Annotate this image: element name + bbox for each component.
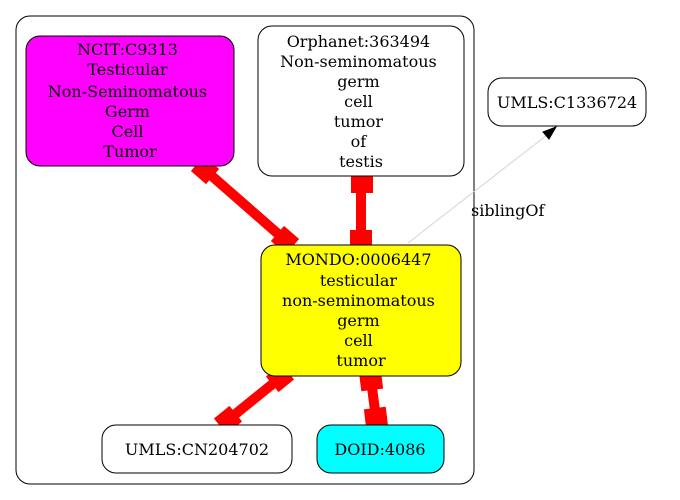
node-box	[316, 424, 445, 474]
node-label: MONDO:0006447 testicular non-seminomatou…	[282, 250, 440, 370]
label-line: non-seminomatous	[282, 291, 435, 310]
label-line: Cell	[111, 122, 143, 141]
node-orphanet-363494[interactable]: Orphanet:363494 Non-seminomatous germ ce…	[257, 25, 465, 177]
label-line: NCIT:C9313	[77, 40, 178, 59]
edge-end-marker	[363, 406, 389, 430]
edge-label-sibling-of: siblingOf	[471, 201, 545, 220]
edge-line	[201, 166, 289, 244]
edge-mondo-doid	[358, 368, 389, 430]
label-line: Testicular	[87, 60, 168, 79]
edge-mondo-umls-c: siblingOf	[407, 126, 558, 244]
label-line: germ	[337, 311, 380, 330]
node-box	[487, 77, 647, 127]
node-label: UMLS:C1336724	[497, 93, 637, 112]
node-box	[260, 244, 462, 377]
label-line: testis	[339, 152, 383, 171]
node-label: UMLS:CN204702	[125, 440, 269, 459]
edge-end-marker	[351, 173, 373, 193]
node-ncit-c9313[interactable]: NCIT:C9313 Testicular Non-Seminomatous G…	[25, 35, 235, 167]
node-umls-c1336724[interactable]: UMLS:C1336724	[487, 77, 647, 127]
label-line: germ	[337, 72, 380, 91]
node-label: DOID:4086	[334, 440, 425, 459]
edge-line	[224, 374, 284, 424]
label-line: cell	[344, 331, 373, 350]
node-label: NCIT:C9313 Testicular Non-Seminomatous G…	[48, 40, 212, 161]
label-line: tumor	[334, 112, 384, 131]
node-box	[25, 35, 235, 167]
arrowhead	[542, 126, 558, 140]
node-doid-4086[interactable]: DOID:4086	[316, 424, 445, 474]
label-line: testicular	[320, 271, 398, 290]
label-line: Germ	[105, 102, 150, 121]
label-line: tumor	[336, 351, 386, 370]
node-box	[101, 424, 293, 474]
equivalence-cluster	[15, 15, 475, 485]
node-box	[257, 25, 465, 177]
node-label: Orphanet:363494 Non-seminomatous germ ce…	[280, 32, 442, 171]
label-line: cell	[344, 92, 373, 111]
label-line: Orphanet:363494	[287, 32, 431, 51]
label-line: of	[351, 132, 368, 151]
edge-line	[407, 134, 548, 244]
label-line: MONDO:0006447	[285, 250, 431, 269]
edge-orphanet-mondo	[350, 173, 373, 250]
node-umls-cn204702[interactable]: UMLS:CN204702	[101, 424, 293, 474]
label-line: Tumor	[103, 142, 157, 161]
label-line: Non-Seminomatous	[48, 82, 207, 101]
label-line: Non-seminomatous	[280, 52, 437, 71]
node-mondo-0006447[interactable]: MONDO:0006447 testicular non-seminomatou…	[260, 244, 462, 377]
